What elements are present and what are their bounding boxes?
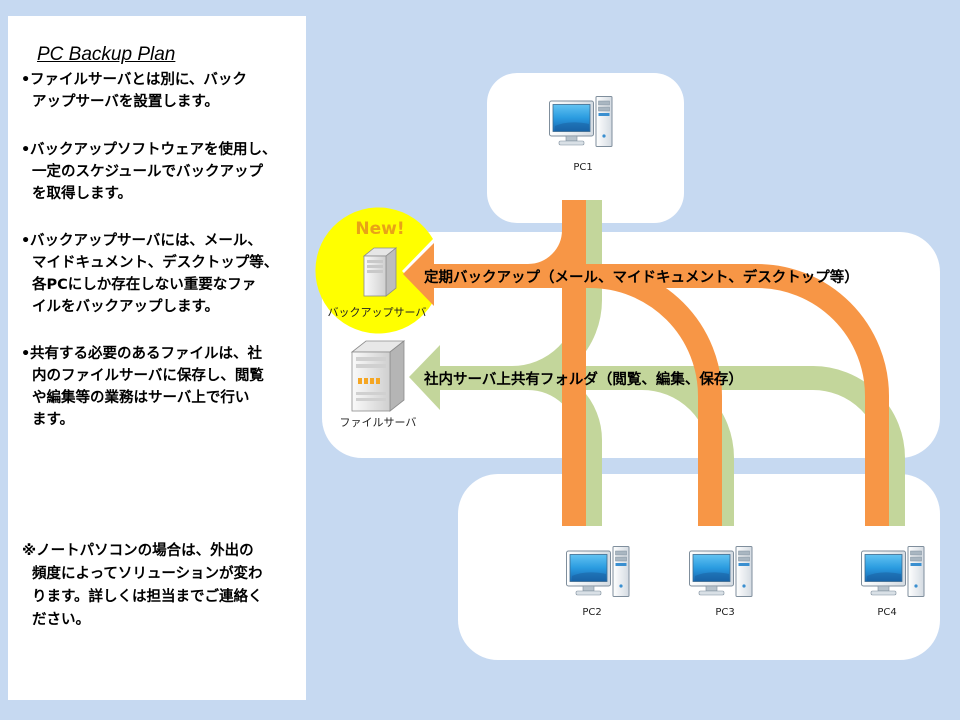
bullet-line: を取得します。 [32,186,133,202]
bullet-marker: • [21,233,31,249]
panel-title: PC Backup Plan [37,44,176,65]
pc1-label: PC1 [573,162,592,173]
bullet-line: アップサーバを設置します。 [32,94,219,110]
backup-flow-label: 定期バックアップ（メール、マイドキュメント、デスクトップ等） [424,268,859,286]
bullet-line: バックアップサーバには、メール、 [30,233,262,249]
note-line: 頻度によってソリューションが変わ [32,566,263,582]
pc4-label: PC4 [877,607,896,618]
bullet-line: マイドキュメント、デスクトップ等、 [32,255,279,271]
bullet-marker: • [21,346,31,362]
backup-flow-pc4 [428,264,889,526]
backup-flow-pc3 [428,264,722,526]
bullet-item: • バックアップサーバには、メール、 マイドキュメント、デスクトップ等、 各PC… [21,230,279,318]
note-line: ※ノートパソコンの場合は、外出の [22,543,254,559]
pc1-zone [487,73,684,223]
bullet-line: や編集等の業務はサーバ上で行い [32,390,250,406]
bullet-line: ファイルサーバとは別に、バック [30,72,247,88]
bullet-item: • ファイルサーバとは別に、バック アップサーバを設置します。 [21,69,247,113]
backup-server-label: バックアップサーバ [328,306,427,319]
bullet-line: ます。 [32,412,75,428]
bullet-line: イルをバックアップします。 [32,299,220,315]
file-server-icon [350,340,406,412]
bullet-line: バックアップソフトウェアを使用し、 [30,142,277,158]
laptop-note: ※ノートパソコンの場合は、外出の 頻度によってソリューションが変わ ります。詳し… [22,540,263,632]
bullet-line: 各PCにしか存在しない重要なファ [32,277,257,293]
bullet-line: 共有する必要のあるファイルは、社 [30,346,262,362]
new-badge: New! [355,219,404,239]
share-flow-label: 社内サーバ上共有フォルダ（閲覧、編集、保存） [423,370,743,388]
backup-flow-arrowhead [403,243,434,306]
file-server-label: ファイルサーバ [340,416,417,429]
share-flow-arrowhead [409,345,440,410]
note-line: ださい。 [32,612,90,628]
server-icon [362,247,398,297]
backup-flow [428,200,889,526]
note-line: ります。詳しくは担当までご連絡く [32,589,263,605]
bullet-item: • バックアップソフトウェアを使用し、 一定のスケジュールでバックアップ を取得… [21,139,277,205]
bullet-line: 内のファイルサーバに保存し、閲覧 [32,368,264,384]
bullet-line: 一定のスケジュールでバックアップ [32,164,263,180]
pc3-label: PC3 [715,607,734,618]
description-panel: PC Backup Plan • ファイルサーバとは別に、バック アップサーバを… [8,16,306,700]
bullet-item: • 共有する必要のあるファイルは、社 内のファイルサーバに保存し、閲覧 や編集等… [21,343,264,431]
bullet-marker: • [21,142,31,158]
pc2-label: PC2 [582,607,601,618]
bullet-marker: • [21,72,31,88]
